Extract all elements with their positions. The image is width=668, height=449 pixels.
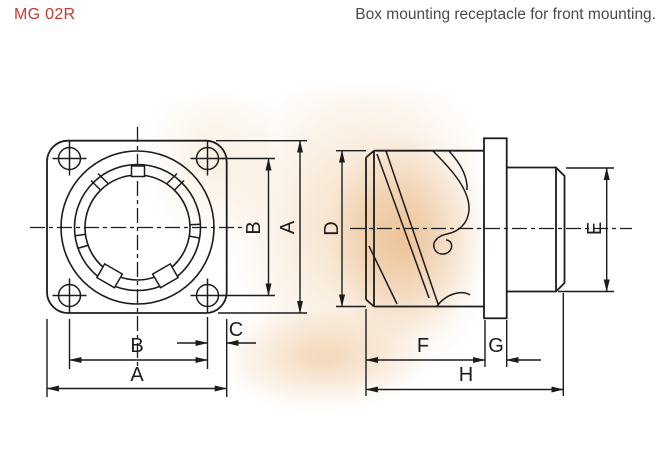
dim-label-b-horizontal: B — [130, 335, 143, 357]
dim-label-f: F — [417, 335, 429, 357]
product-code: MG 02R — [14, 6, 76, 23]
bayonet-features — [75, 165, 201, 289]
side-view-dimensions — [336, 149, 614, 396]
dim-label-d: D — [321, 221, 343, 235]
dim-label-a-vertical: A — [277, 220, 299, 234]
side-view-drawing: D E F G H — [321, 137, 632, 396]
dim-label-b-vertical: B — [243, 221, 265, 234]
dim-label-g: G — [488, 335, 504, 357]
mounting-holes — [52, 141, 225, 313]
dim-label-h: H — [459, 364, 473, 386]
shell-circles — [60, 150, 215, 305]
bayonet-lug-right — [151, 262, 180, 289]
rear-barrel — [506, 166, 566, 293]
front-view-centerlines — [30, 127, 246, 368]
dim-label-a-horizontal: A — [130, 364, 144, 386]
bayonet-lug-left — [95, 262, 124, 289]
page-header: MG 02R Box mounting receptacle for front… — [14, 6, 656, 24]
mounting-flange — [483, 137, 508, 320]
master-keyway — [130, 165, 146, 178]
front-view-drawing: B A B C A — [30, 127, 307, 397]
dim-label-c: C — [229, 319, 243, 341]
dim-label-e: E — [584, 222, 606, 235]
page-title: Box mounting receptacle for front mounti… — [355, 6, 656, 23]
